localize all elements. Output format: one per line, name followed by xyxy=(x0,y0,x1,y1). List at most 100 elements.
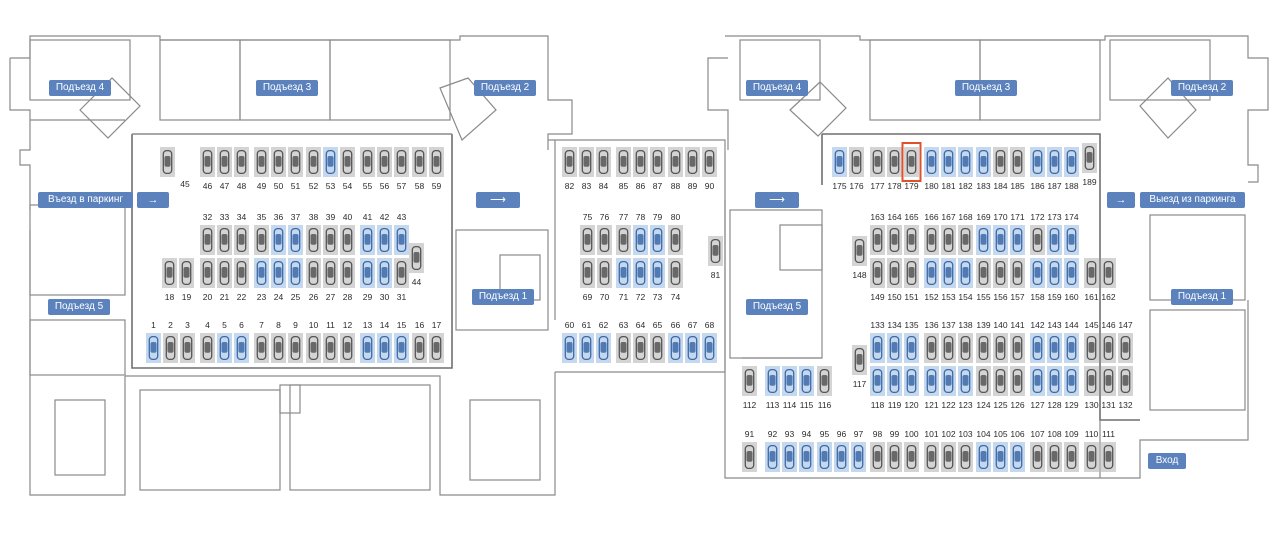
parking-spot[interactable] xyxy=(579,147,594,177)
parking-spot[interactable] xyxy=(1010,258,1025,288)
parking-spot[interactable] xyxy=(323,225,338,255)
parking-spot[interactable] xyxy=(1010,147,1025,177)
parking-spot[interactable] xyxy=(941,225,956,255)
parking-spot[interactable] xyxy=(323,147,338,177)
parking-spot[interactable] xyxy=(306,147,321,177)
parking-spot[interactable] xyxy=(254,333,269,363)
parking-spot[interactable] xyxy=(217,258,232,288)
parking-spot[interactable] xyxy=(924,366,939,396)
parking-spot[interactable] xyxy=(306,333,321,363)
parking-spot[interactable] xyxy=(616,333,631,363)
parking-spot[interactable] xyxy=(924,225,939,255)
parking-spot[interactable] xyxy=(288,225,303,255)
parking-spot[interactable] xyxy=(394,225,409,255)
parking-spot[interactable] xyxy=(782,366,797,396)
parking-spot[interactable] xyxy=(904,225,919,255)
parking-spot[interactable] xyxy=(180,333,195,363)
parking-spot[interactable] xyxy=(340,258,355,288)
parking-spot[interactable] xyxy=(887,333,902,363)
parking-spot[interactable] xyxy=(1084,258,1099,288)
parking-spot[interactable] xyxy=(340,147,355,177)
parking-spot[interactable] xyxy=(993,366,1008,396)
parking-spot[interactable] xyxy=(1064,442,1079,472)
parking-spot[interactable] xyxy=(323,333,338,363)
parking-spot[interactable] xyxy=(1010,366,1025,396)
parking-spot[interactable] xyxy=(377,258,392,288)
parking-spot[interactable] xyxy=(1118,366,1133,396)
parking-spot[interactable] xyxy=(1030,442,1045,472)
parking-spot[interactable] xyxy=(958,147,973,177)
parking-spot[interactable] xyxy=(1010,442,1025,472)
parking-spot[interactable] xyxy=(650,333,665,363)
parking-spot[interactable] xyxy=(1064,366,1079,396)
parking-spot[interactable] xyxy=(849,147,864,177)
parking-spot[interactable] xyxy=(596,333,611,363)
parking-spot[interactable] xyxy=(702,333,717,363)
parking-spot[interactable] xyxy=(200,258,215,288)
parking-spot[interactable] xyxy=(1064,333,1079,363)
parking-spot[interactable] xyxy=(1030,147,1045,177)
parking-spot[interactable] xyxy=(200,225,215,255)
parking-spot[interactable] xyxy=(271,258,286,288)
parking-spot[interactable] xyxy=(958,225,973,255)
parking-spot[interactable] xyxy=(650,258,665,288)
parking-spot[interactable] xyxy=(650,147,665,177)
parking-spot[interactable] xyxy=(412,333,427,363)
parking-spot[interactable] xyxy=(976,366,991,396)
parking-spot[interactable] xyxy=(782,442,797,472)
parking-spot[interactable] xyxy=(941,366,956,396)
parking-spot[interactable] xyxy=(360,333,375,363)
parking-spot[interactable] xyxy=(870,225,885,255)
parking-spot[interactable] xyxy=(941,442,956,472)
parking-spot[interactable] xyxy=(870,442,885,472)
parking-spot[interactable] xyxy=(271,333,286,363)
parking-spot[interactable] xyxy=(976,258,991,288)
parking-spot[interactable] xyxy=(429,333,444,363)
parking-spot[interactable] xyxy=(179,258,194,288)
parking-spot[interactable] xyxy=(742,366,757,396)
parking-spot[interactable] xyxy=(271,225,286,255)
parking-spot[interactable] xyxy=(633,258,648,288)
parking-spot[interactable] xyxy=(1047,442,1062,472)
parking-spot[interactable] xyxy=(360,225,375,255)
parking-spot[interactable] xyxy=(852,345,867,375)
parking-spot[interactable] xyxy=(254,225,269,255)
parking-spot[interactable] xyxy=(924,442,939,472)
parking-spot[interactable] xyxy=(1084,442,1099,472)
parking-spot[interactable] xyxy=(562,333,577,363)
parking-spot[interactable] xyxy=(958,366,973,396)
parking-spot[interactable] xyxy=(685,147,700,177)
parking-spot[interactable] xyxy=(976,442,991,472)
parking-spot[interactable] xyxy=(941,147,956,177)
parking-spot[interactable] xyxy=(234,225,249,255)
parking-spot[interactable] xyxy=(271,147,286,177)
parking-spot[interactable] xyxy=(409,243,424,273)
parking-spot[interactable] xyxy=(924,258,939,288)
parking-spot[interactable] xyxy=(394,147,409,177)
parking-spot[interactable] xyxy=(1030,258,1045,288)
parking-spot[interactable] xyxy=(580,258,595,288)
parking-spot[interactable] xyxy=(1047,258,1062,288)
parking-spot[interactable] xyxy=(340,333,355,363)
parking-spot[interactable] xyxy=(288,147,303,177)
parking-spot[interactable] xyxy=(650,225,665,255)
parking-spot[interactable] xyxy=(633,147,648,177)
parking-spot[interactable] xyxy=(1047,147,1062,177)
parking-spot[interactable] xyxy=(941,333,956,363)
parking-spot[interactable] xyxy=(742,442,757,472)
parking-spot[interactable] xyxy=(323,258,338,288)
parking-spot[interactable] xyxy=(851,442,866,472)
parking-spot[interactable] xyxy=(993,147,1008,177)
parking-spot[interactable] xyxy=(993,258,1008,288)
parking-spot[interactable] xyxy=(1101,442,1116,472)
parking-spot[interactable] xyxy=(412,147,427,177)
parking-spot[interactable] xyxy=(799,442,814,472)
parking-spot[interactable] xyxy=(958,442,973,472)
parking-spot[interactable] xyxy=(1084,366,1099,396)
parking-spot[interactable] xyxy=(340,225,355,255)
parking-spot[interactable] xyxy=(668,258,683,288)
parking-spot[interactable] xyxy=(633,333,648,363)
parking-spot[interactable] xyxy=(870,333,885,363)
parking-spot[interactable] xyxy=(668,147,683,177)
parking-spot[interactable] xyxy=(1101,366,1116,396)
